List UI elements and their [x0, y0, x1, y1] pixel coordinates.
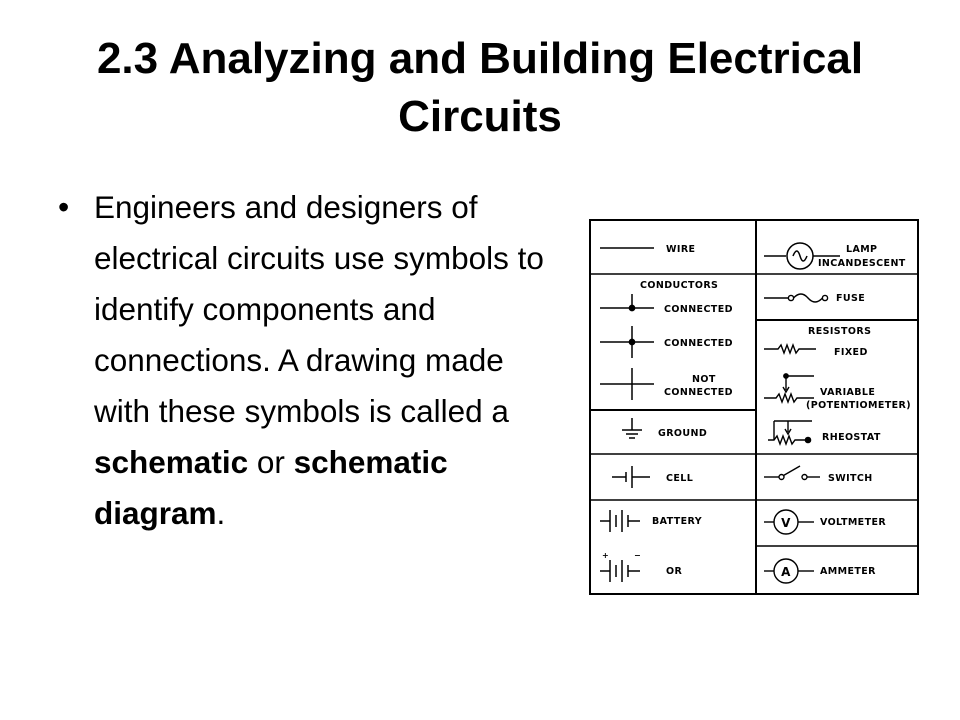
label-cell: CELL	[666, 473, 693, 484]
battery-alt-icon	[600, 560, 640, 582]
fixed-resistor-icon	[764, 343, 816, 355]
potentiometer-icon	[764, 373, 814, 404]
table-border	[589, 219, 919, 595]
voltmeter-glyph: V	[781, 516, 791, 530]
label-connected-1: CONNECTED	[664, 304, 733, 315]
label-connected-2: CONNECTED	[664, 338, 733, 349]
label-not-connected: CONNECTED	[664, 387, 733, 398]
cell-icon	[612, 466, 650, 488]
label-potentiometer: (POTENTIOMETER)	[806, 400, 911, 411]
label-variable: VARIABLE	[820, 387, 875, 398]
ammeter-icon	[764, 558, 814, 584]
connected-cross-icon	[600, 326, 654, 358]
label-fuse: FUSE	[836, 293, 865, 304]
bullet-text-part2: or	[248, 444, 294, 480]
slide-title: 2.3 Analyzing and Building Electrical Ci…	[40, 30, 920, 146]
bullet-text: Engineers and designers of electrical ci…	[94, 182, 568, 539]
label-plus: +	[602, 551, 609, 560]
bullet-bold-schematic: schematic	[94, 444, 249, 480]
label-switch: SWITCH	[828, 473, 873, 484]
label-or: OR	[666, 566, 682, 577]
bullet-dot-icon: •	[58, 189, 70, 225]
bullet-bold-schematic-diagram: schematic diagram	[94, 444, 448, 531]
battery-icon	[600, 510, 640, 532]
bullet-text-part3: .	[216, 495, 226, 531]
label-ground: GROUND	[658, 428, 707, 439]
label-battery: BATTERY	[652, 516, 702, 527]
switch-icon	[764, 465, 820, 481]
label-voltmeter: VOLTMETER	[820, 517, 886, 528]
label-fixed: FIXED	[834, 347, 868, 358]
title-line-1: 2.3 Analyzing and Building Electrical	[96, 34, 864, 83]
schematic-symbols-table: WIRE CONDUCTORS CONNECTED CONNECTED NOT …	[588, 218, 920, 596]
lamp-icon	[764, 242, 840, 270]
connected-tee-icon	[600, 294, 654, 312]
bullet-text-part1: Engineers and designers of electrical ci…	[94, 189, 544, 429]
label-incandescent: INCANDESCENT	[818, 258, 906, 269]
label-rheostat: RHEOSTAT	[822, 432, 881, 443]
ammeter-glyph: A	[781, 565, 791, 579]
title-line-2: Circuits	[398, 92, 562, 141]
label-resistors: RESISTORS	[808, 326, 871, 337]
ground-icon	[622, 418, 642, 439]
not-connected-cross-icon	[600, 368, 654, 400]
symbols-svg: WIRE CONDUCTORS CONNECTED CONNECTED NOT …	[589, 219, 919, 595]
fuse-icon	[764, 293, 829, 303]
label-minus: −	[634, 551, 641, 560]
voltmeter-icon	[764, 509, 814, 535]
rheostat-icon	[768, 420, 812, 446]
label-not: NOT	[692, 374, 716, 385]
label-ammeter: AMMETER	[820, 566, 876, 577]
label-wire: WIRE	[666, 244, 695, 255]
label-conductors: CONDUCTORS	[640, 280, 718, 291]
label-lamp: LAMP	[846, 244, 877, 255]
